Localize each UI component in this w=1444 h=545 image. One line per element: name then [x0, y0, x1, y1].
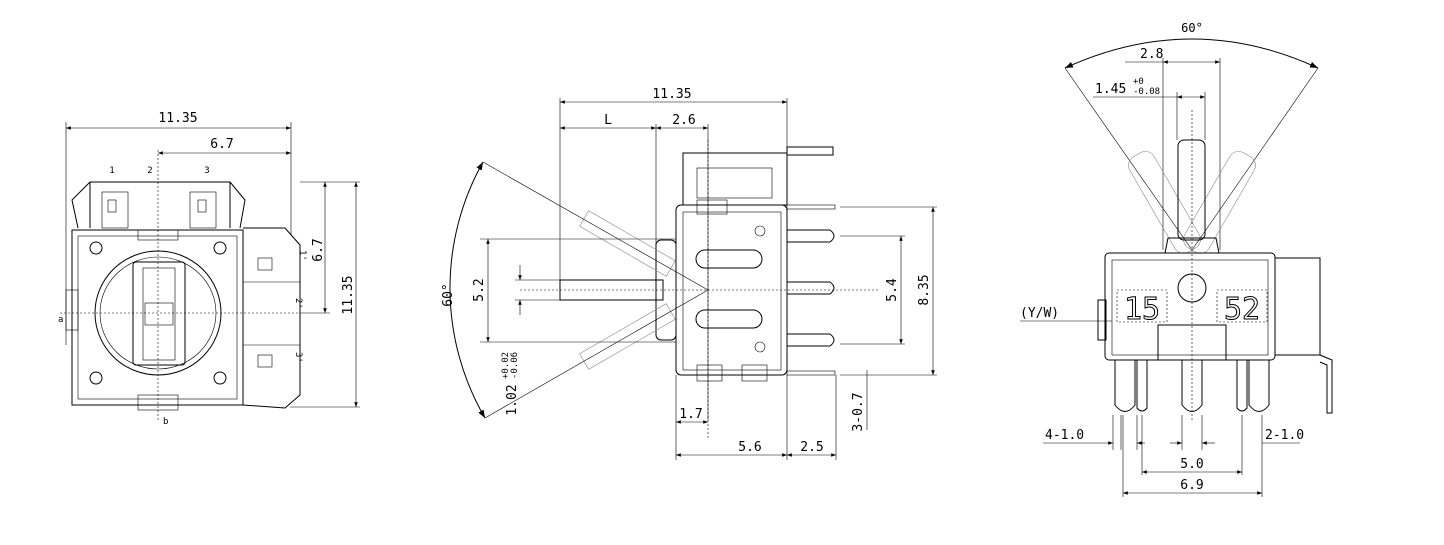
dim-tilt-angle: 60°: [441, 283, 456, 306]
dim-pin-offset: 6.7: [210, 137, 233, 152]
axis-label-a: a: [58, 315, 63, 325]
dim-height-overall: 11.35: [341, 275, 356, 314]
dim-pin-pitch: 5.4: [885, 278, 900, 302]
pin-label-1: 1: [109, 166, 114, 176]
stick-tip-tol-upper: +0: [1133, 77, 1144, 87]
dim-shaft-diameter: 1.02: [505, 384, 520, 415]
dim-pin-span: 8.35: [917, 274, 932, 305]
dim-height-pin-offset: 6.7: [311, 238, 326, 261]
dim-base-offset: 1.7: [679, 407, 702, 422]
dim-width-overall: 11.35: [158, 111, 197, 126]
shaft-tol-lower: -0.06: [510, 352, 520, 379]
end-view: 60° 2.8 1.45 +0 -0.08 15 52 (Y/W): [1020, 21, 1333, 497]
front-view: 11.35 6.7 1 2 3 1' 2' 3' a b 6.7 11.35: [58, 111, 360, 427]
dim-pin-width: 3-0.7: [851, 392, 866, 431]
marking-label: (Y/W): [1020, 306, 1059, 321]
pin-label-1p: 1': [297, 250, 307, 261]
pin-label-3p: 3': [293, 352, 303, 363]
dim-stick-tip: 1.45: [1095, 82, 1126, 97]
dim-end-pin-pitch: 5.0: [1180, 457, 1203, 472]
shaft-tol-upper: +0.02: [501, 352, 511, 379]
dim-shaft-span: 5.2: [472, 278, 487, 301]
axis-label-b: b: [163, 417, 168, 427]
dim-shaft-offset: 2.6: [672, 113, 695, 128]
pin-label-2p: 2': [293, 298, 303, 309]
dim-end-pin-span: 6.9: [1180, 478, 1203, 493]
marking-right: 52: [1224, 292, 1260, 327]
stick-tip-tol-lower: -0.08: [1133, 87, 1160, 97]
dim-body-depth: 5.6: [738, 440, 761, 455]
dim-pin-width-left: 4-1.0: [1045, 428, 1084, 443]
dim-shaft-length: L: [604, 113, 612, 128]
marking-left: 15: [1124, 292, 1160, 327]
dim-end-tilt-angle: 60°: [1181, 21, 1203, 35]
pin-label-2: 2: [147, 166, 152, 176]
side-view: 11.35 L 2.6 60° 5.2: [441, 87, 937, 460]
dim-pin-width-right: 2-1.0: [1265, 428, 1304, 443]
dim-pin-length: 2.5: [800, 440, 823, 455]
pin-label-3: 3: [204, 166, 209, 176]
dim-length-overall: 11.35: [652, 87, 691, 102]
dim-stick-width: 2.8: [1140, 47, 1163, 62]
